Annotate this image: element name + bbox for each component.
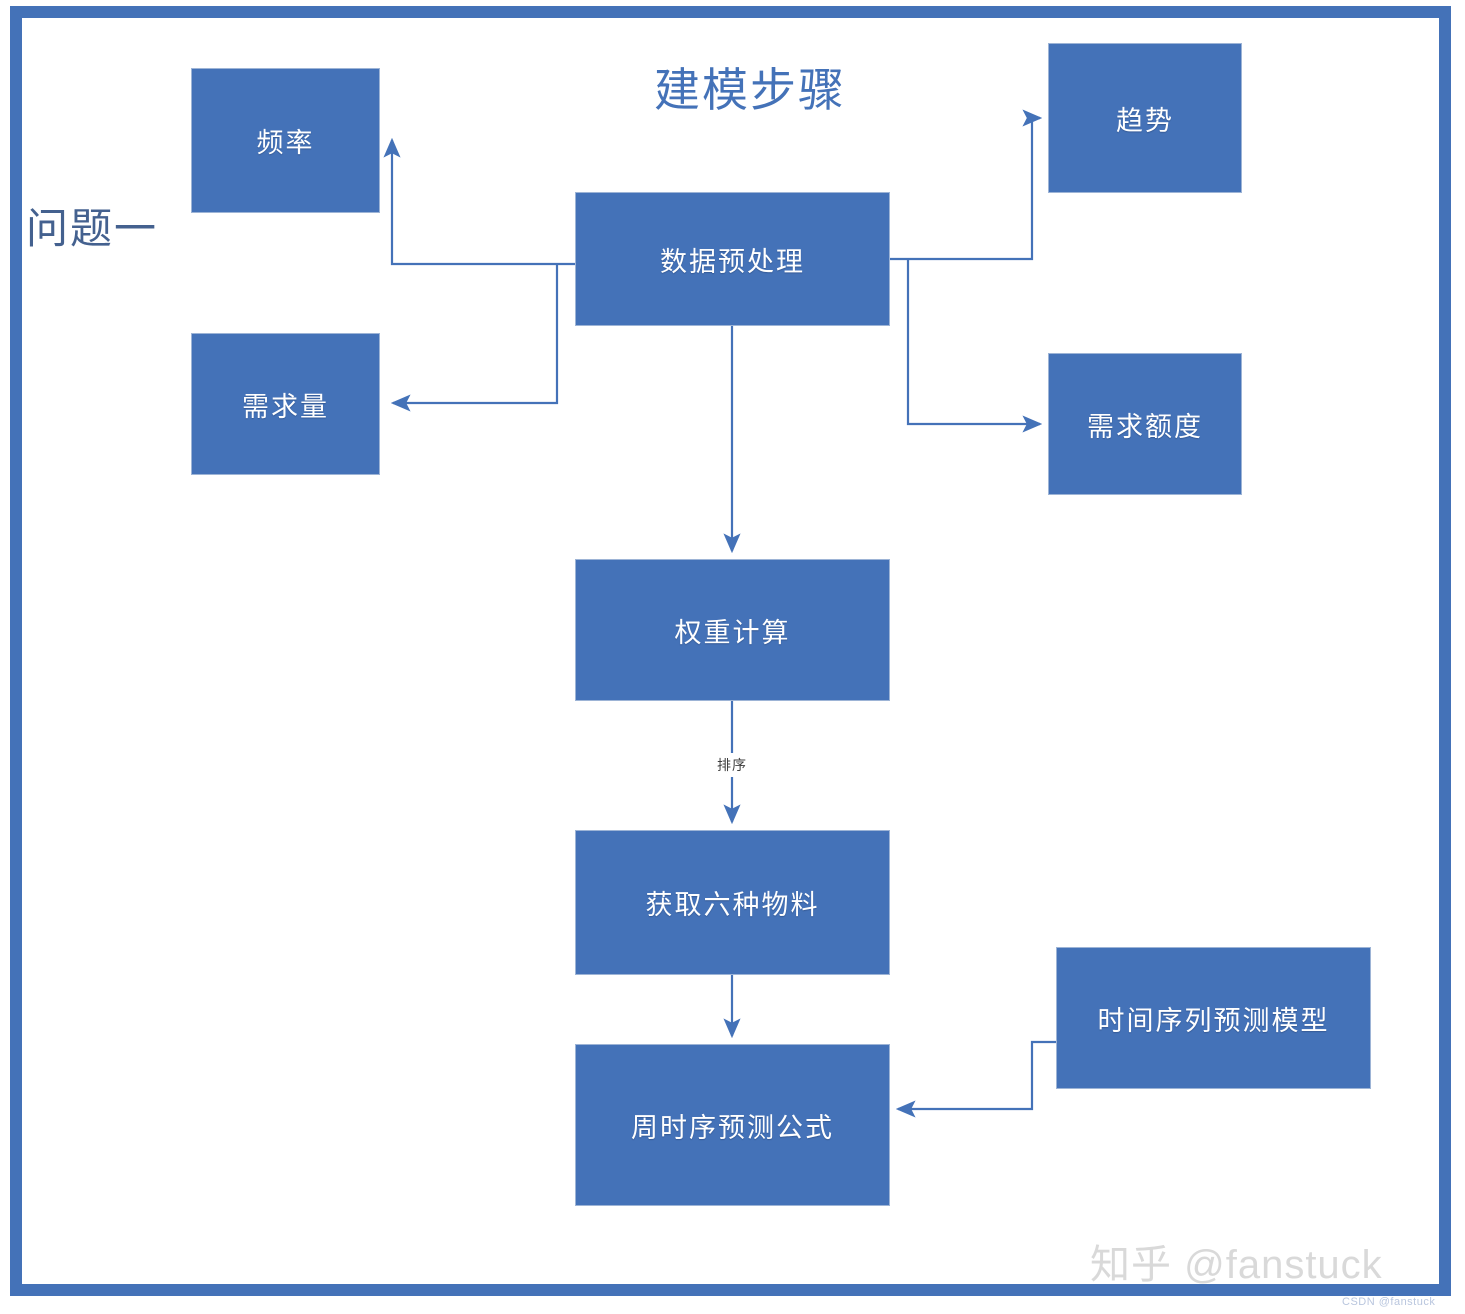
node-weight-calculation[interactable]: 权重计算 bbox=[575, 559, 890, 701]
node-weekly-forecast-label: 周时序预测公式 bbox=[631, 1112, 834, 1143]
node-ts-forecast-model-label: 时间序列预测模型 bbox=[1097, 1005, 1330, 1036]
node-demand-quota[interactable]: 需求额度 bbox=[1048, 353, 1242, 495]
node-frequency-label: 频率 bbox=[256, 128, 315, 158]
node-demand-volume[interactable]: 需求量 bbox=[191, 333, 380, 475]
node-six-materials-label: 获取六种物料 bbox=[645, 890, 820, 920]
node-ts-forecast-model[interactable]: 时间序列预测模型 bbox=[1056, 947, 1371, 1089]
node-six-materials[interactable]: 获取六种物料 bbox=[575, 830, 890, 975]
watermark-zhihu: 知乎 @fanstuck bbox=[1090, 1243, 1383, 1287]
node-weight-calculation-label: 权重计算 bbox=[674, 617, 791, 648]
section-label-question-one: 问题一 bbox=[26, 205, 159, 252]
node-demand-quota-label: 需求额度 bbox=[1087, 411, 1203, 442]
node-trend-label: 趋势 bbox=[1116, 105, 1174, 136]
node-demand-volume-label: 需求量 bbox=[242, 391, 329, 422]
node-trend[interactable]: 趋势 bbox=[1048, 43, 1242, 193]
watermark-csdn: CSDN @fanstuck bbox=[1342, 1296, 1436, 1308]
node-data-preprocess-label: 数据预处理 bbox=[660, 246, 805, 277]
frame-inner-hairline bbox=[22, 18, 1439, 1284]
page-title: 建模步骤 bbox=[654, 64, 846, 116]
node-frequency[interactable]: 频率 bbox=[191, 68, 380, 213]
node-weekly-forecast[interactable]: 周时序预测公式 bbox=[575, 1044, 890, 1206]
decorative-frame bbox=[10, 6, 1451, 1296]
edge-label-sort: 排序 bbox=[713, 753, 751, 777]
node-data-preprocess[interactable]: 数据预处理 bbox=[575, 192, 890, 326]
